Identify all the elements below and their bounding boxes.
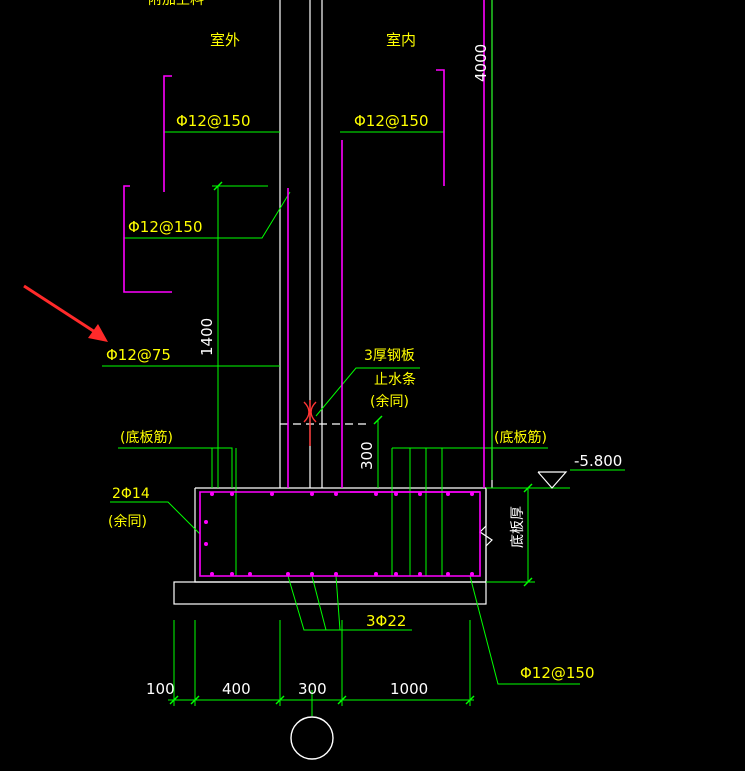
- rebar-dots: [204, 492, 474, 576]
- waterstop-symbol: [303, 400, 317, 446]
- elevation-marker-icon: [537, 471, 568, 489]
- label-elevation: -5.800: [574, 452, 622, 470]
- leader-bottom-right: [469, 575, 580, 685]
- label-bar-inside-upper: Φ12@150: [354, 112, 429, 130]
- label-edge-bars: 2Φ14: [112, 486, 150, 502]
- leader-bottom-bars-2: [311, 575, 327, 631]
- dim-text-300: 300: [298, 680, 327, 698]
- dim-text-100: 100: [146, 680, 175, 698]
- leader-base-left: [118, 447, 233, 488]
- rebar: [123, 0, 485, 577]
- axis-bubble-icon: [290, 716, 334, 760]
- leader-outside-lower: [124, 191, 291, 239]
- dim-text-400: 400: [222, 680, 251, 698]
- rebar-outside-lower: [123, 185, 172, 293]
- break-mark: [479, 488, 493, 582]
- label-inside: 室内: [386, 31, 416, 49]
- label-bar-outside-lower: Φ12@150: [128, 218, 203, 236]
- dim-text-1400: 1400: [198, 318, 216, 356]
- pointer-arrow-icon: [23, 284, 108, 342]
- label-steel-plate: 3厚钢板: [364, 348, 415, 364]
- dimension-ticks: [169, 181, 533, 705]
- label-waterstop: 止水条: [374, 371, 416, 388]
- label-bar-outside-upper: Φ12@150: [176, 112, 251, 130]
- label-slab-thickness: 底板厚: [510, 506, 526, 548]
- label-outside: 室外: [210, 31, 240, 49]
- label-same-1: (余同): [370, 393, 409, 410]
- rebar-outside-upper: [163, 75, 172, 192]
- leader-edge-bars: [110, 501, 201, 535]
- blinding-layer: [173, 581, 487, 605]
- leader-bottom-bars-3: [335, 575, 341, 631]
- label-base-rebar-right: (底板筋): [494, 429, 547, 446]
- leader-bottom-bars: [287, 575, 342, 631]
- label-bottom-bars: 3Φ22: [366, 612, 406, 630]
- rebar-inside-upper: [436, 69, 445, 186]
- label-same-2: (余同): [108, 513, 147, 530]
- dim-text-4000: 4000: [472, 44, 490, 82]
- label-bar-highlight: Φ12@75: [106, 346, 171, 364]
- dimension-lines: [102, 0, 625, 716]
- dim-text-300-vertical: 300: [358, 441, 376, 470]
- label-top-cut: 附加上料: [148, 0, 204, 8]
- dim-text-1000: 1000: [390, 680, 428, 698]
- rebar-slab-loop: [199, 491, 481, 577]
- label-bar-bottom-right: Φ12@150: [520, 664, 595, 682]
- leader-steel-plate: [315, 367, 420, 417]
- label-base-rebar-left: (底板筋): [120, 429, 173, 446]
